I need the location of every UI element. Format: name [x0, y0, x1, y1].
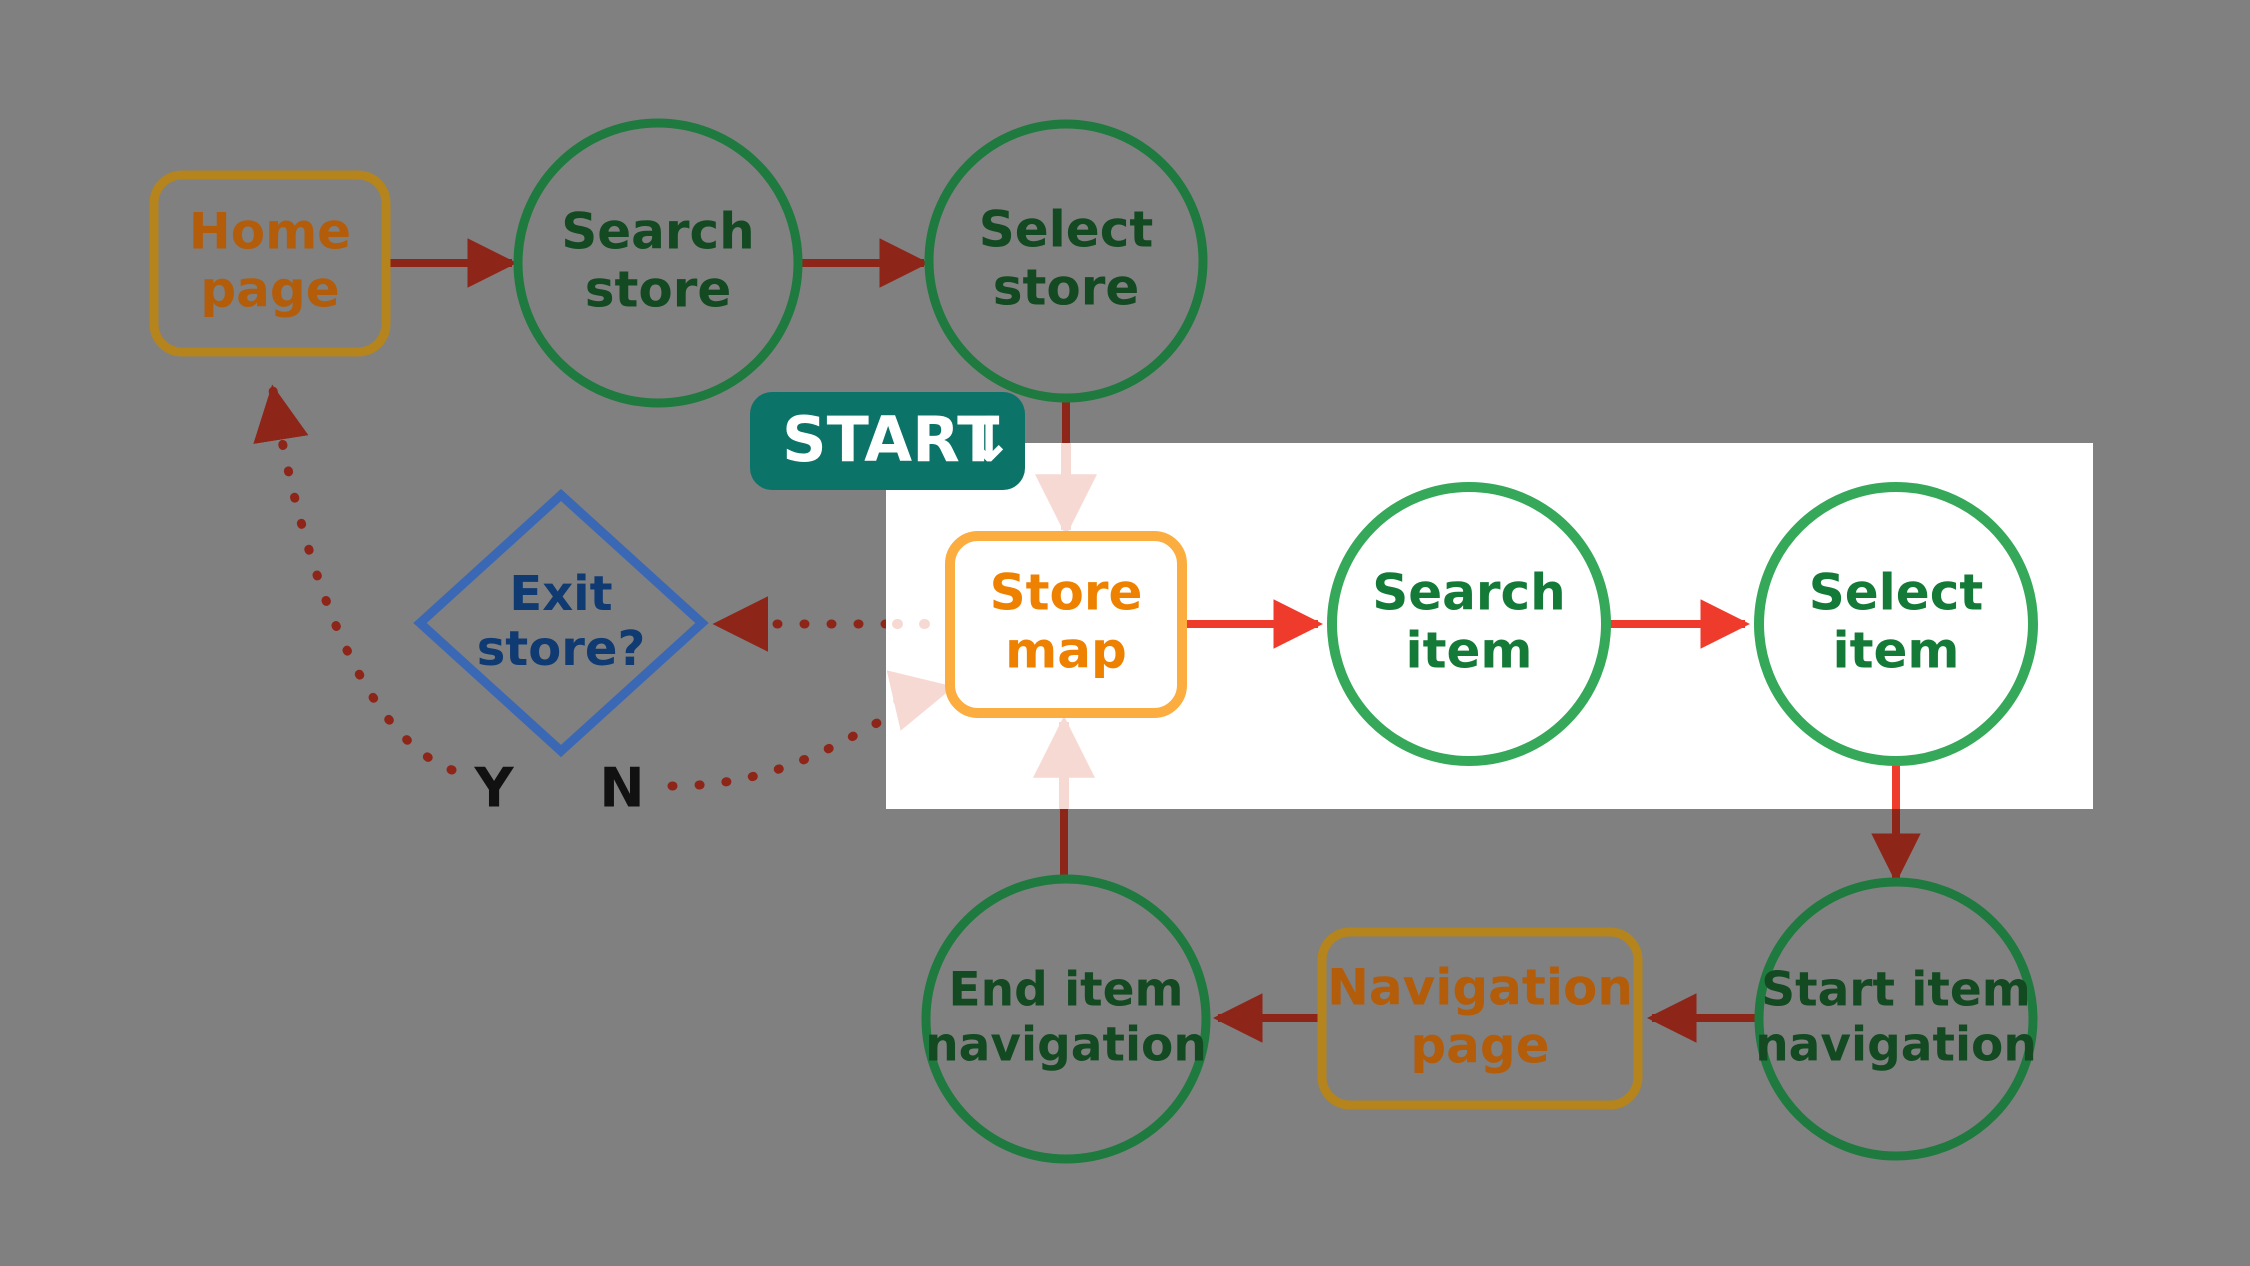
- navigation-page-shape: [1317, 927, 1643, 1110]
- navigation-page-label-line2: page: [1410, 1017, 1549, 1075]
- exit-store-shape: [413, 488, 709, 758]
- start-badge-label: START: [782, 403, 999, 476]
- node-select-store[interactable]: Select store: [924, 119, 1208, 403]
- node-select-item[interactable]: Select item: [1754, 482, 2038, 766]
- store-map-label-line2: map: [1005, 622, 1127, 680]
- end-item-navigation-label-line2: navigation: [925, 1018, 1207, 1073]
- node-search-store[interactable]: Search store: [513, 118, 803, 408]
- select-store-label-line2: store: [993, 259, 1140, 317]
- branch-label-yes: Y: [473, 757, 514, 820]
- node-home-page[interactable]: Home page: [149, 170, 391, 357]
- search-store-label-line1: Search: [561, 203, 755, 261]
- select-store-label-line1: Select: [979, 201, 1154, 259]
- exit-store-label-line1: Exit: [509, 566, 612, 622]
- select-item-label-line2: item: [1832, 622, 1959, 680]
- store-map-label-line1: Store: [990, 564, 1143, 622]
- search-store-label-line2: store: [585, 261, 732, 319]
- edges-inside-panel: Store map (faded inside panel) -->: [886, 443, 1900, 809]
- nodes-outside-panel: Home page Search store Select store Exit…: [149, 118, 2038, 1164]
- select-item-label-line1: Select: [1809, 564, 1984, 622]
- start-badge-background: [750, 392, 1025, 490]
- node-end-item-navigation[interactable]: End item navigation: [921, 874, 1211, 1164]
- node-navigation-page[interactable]: Navigation page: [1317, 927, 1643, 1110]
- home-page-label-line1: Home: [189, 203, 351, 261]
- search-item-label-line2: item: [1405, 622, 1532, 680]
- node-store-map[interactable]: Store map: [945, 531, 1187, 718]
- node-exit-store[interactable]: Exit store?: [413, 488, 709, 758]
- start-item-navigation-shape: [1754, 877, 2038, 1161]
- start-badge[interactable]: START ↓: [750, 392, 1025, 490]
- start-badge-down-arrow-icon: ↓: [963, 403, 1015, 476]
- search-item-shape: [1327, 482, 1611, 766]
- home-page-label-line2: page: [200, 261, 339, 319]
- select-store-shape: [924, 119, 1208, 403]
- select-item-shape: [1754, 482, 2038, 766]
- search-store-shape: [513, 118, 803, 408]
- store-map-shape: [945, 531, 1187, 718]
- start-item-navigation-label-line2: navigation: [1755, 1018, 2037, 1073]
- exit-store-label-line2: store?: [477, 621, 646, 677]
- node-start-item-navigation[interactable]: Start item navigation: [1754, 877, 2038, 1161]
- end-item-navigation-label-line1: End item: [949, 963, 1184, 1018]
- nodes-inside-panel: Store map Search item Select item: [945, 482, 2038, 766]
- navigation-page-label-line1: Navigation: [1327, 959, 1633, 1017]
- end-item-navigation-shape: [921, 874, 1211, 1164]
- branch-label-no: N: [599, 757, 644, 820]
- home-page-shape: [149, 170, 391, 357]
- start-item-navigation-label-line1: Start item: [1761, 963, 2030, 1018]
- node-search-item[interactable]: Search item: [1327, 482, 1611, 766]
- search-item-label-line1: Search: [1372, 564, 1566, 622]
